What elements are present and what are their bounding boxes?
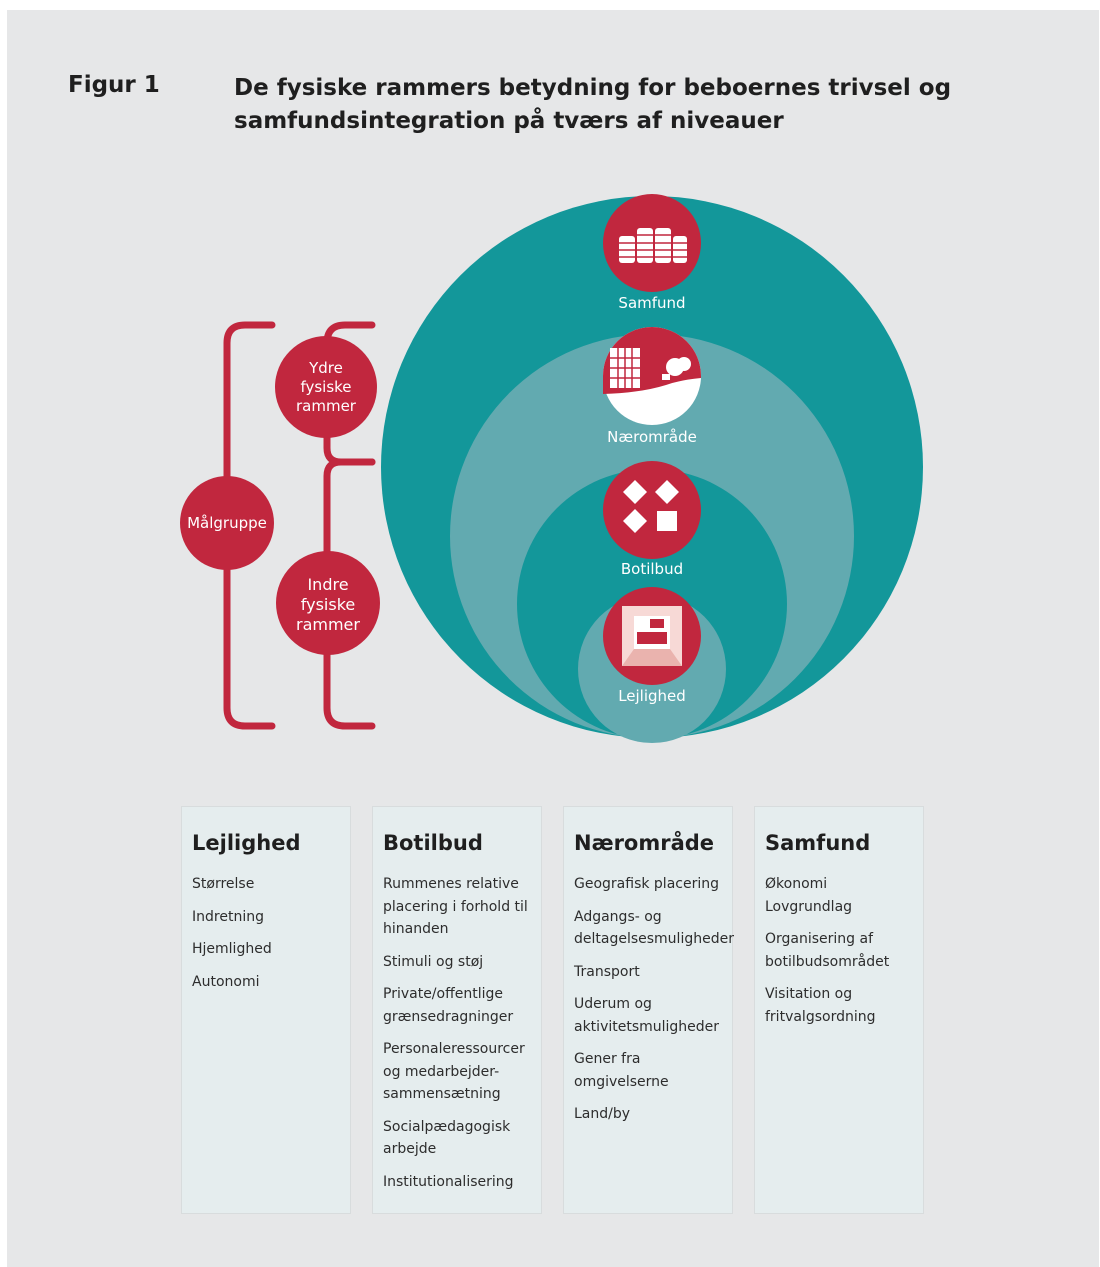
list-item: Personaleressourcer og medarbejder- samm… [383,1041,525,1102]
indre-line-3: rammer [296,615,360,634]
list-item: Visitation og fritvalgsordning [765,986,876,1025]
indre-rammer-badge: Indre fysiske rammer [276,551,380,655]
list-item: Rummenes relative placering i forhold ti… [383,876,528,937]
list-item: Socialpædagogisk arbejde [383,1118,511,1158]
column-naeromraade: Nærområde Geografisk placering Adgangs- … [563,806,734,1214]
list-item: Stimuli og støj [383,953,484,970]
list-item: Størrelse [192,876,255,892]
column-title: Lejlighed [192,831,301,855]
indre-line-2: fysiske [301,595,355,614]
list-item: Gener fra omgivelserne [574,1051,669,1090]
lejlighed-label: Lejlighed [618,687,686,705]
diamond-blocks-icon [603,461,701,559]
indre-line-1: Indre [307,575,348,594]
coin-stacks-icon [603,194,701,292]
list-item: Geografisk placering [574,876,719,892]
ydre-line-1: Ydre [308,359,343,377]
ydre-rammer-badge: Ydre fysiske rammer [275,336,377,438]
ydre-line-3: rammer [296,397,357,415]
list-item: Transport [574,963,640,980]
list-item: Adgangs- og deltagelsesmuligheder [574,908,734,948]
botilbud-label: Botilbud [621,560,683,578]
list-item: Hjemlighed [192,941,272,957]
nested-levels-diagram: Målgruppe Ydre fysiske rammer Indre fysi… [180,194,923,743]
maalgruppe-label: Målgruppe [187,514,267,532]
list-item: Private/offentlige grænsedragninger [383,986,514,1025]
figure-title: De fysiske rammers betydning for beboern… [234,75,952,135]
list-item: Organisering af botilbudsområdet [765,931,890,970]
samfund-label: Samfund [618,294,685,312]
ydre-line-2: fysiske [300,378,351,396]
list-item: Institutionalisering [383,1173,514,1190]
city-landscape-icon [603,327,701,425]
column-title: Samfund [765,831,871,855]
maalgruppe-badge: Målgruppe [180,476,274,570]
naeromraade-label: Nærområde [607,428,697,446]
column-botilbud: Botilbud Rummenes relative placering i f… [372,806,542,1214]
list-item: Autonomi [192,973,260,990]
column-title: Botilbud [383,831,483,855]
list-item: Uderum og aktivitetsmuligheder [574,996,720,1035]
column-lejlighed: Lejlighed Størrelse Indretning Hjemlighe… [181,806,351,1214]
list-item: Indretning [192,908,264,925]
list-item: Land/by [574,1106,631,1122]
figure-label: Figur 1 [68,72,160,98]
column-samfund: Samfund Økonomi Lovgrundlag Organisering… [754,806,924,1214]
list-item: Økonomi Lovgrundlag [765,876,853,915]
column-title: Nærområde [574,831,715,855]
room-interior-icon [603,587,701,685]
